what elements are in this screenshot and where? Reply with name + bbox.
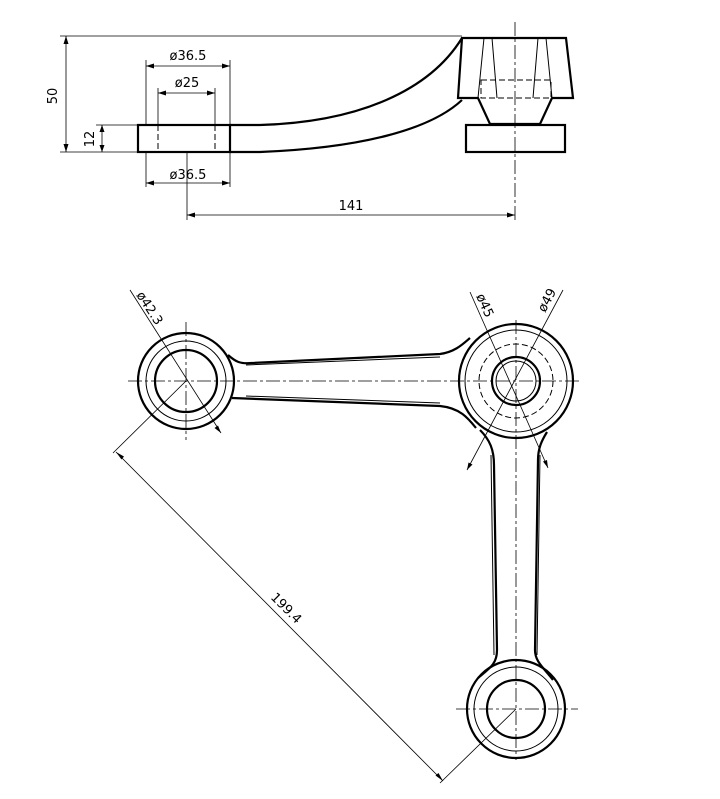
hub-insert-dashed <box>480 79 552 99</box>
dim-dia-outer-top: ø36.5 <box>170 49 207 64</box>
hub-facet-2 <box>532 37 539 99</box>
vertical-arm-inner-right <box>536 454 541 656</box>
dim-dia-center-outer: ø49 <box>535 286 560 315</box>
horizontal-arm-inner-top <box>245 356 441 366</box>
dim-dia-outer-bottom: ø36.5 <box>170 168 207 183</box>
dim-height-plate: 12 <box>83 131 98 148</box>
dim-height-total: 50 <box>46 88 61 105</box>
left-boss-outline <box>136 123 232 154</box>
hub-facet-4 <box>477 37 485 99</box>
vertical-arm-right <box>533 431 554 681</box>
horizontal-arm-top <box>227 337 471 365</box>
dim-span: 199.4 <box>267 590 304 627</box>
plan-view: ø42.3 ø45 ø49 199.4 <box>112 286 582 784</box>
dim-dia-left-ring: ø42.3 <box>133 289 166 328</box>
vertical-arm-left <box>477 429 499 679</box>
horizontal-arm-bottom <box>231 396 477 429</box>
vertical-arm-inner-left <box>490 454 495 656</box>
arm-upper-curve <box>230 37 463 127</box>
hub-top-body <box>456 36 575 126</box>
side-view: 50 12 ø36.5 ø25 ø36.5 141 <box>46 22 575 222</box>
hub-facet-1 <box>491 37 498 99</box>
horizontal-arm-inner-bottom <box>245 395 441 404</box>
bottom-plate <box>464 123 567 154</box>
arm-lower-curve <box>230 99 463 154</box>
dim-dia-inner: ø25 <box>175 76 200 91</box>
dim-length: 141 <box>339 199 364 214</box>
hub-facet-3 <box>545 37 553 99</box>
